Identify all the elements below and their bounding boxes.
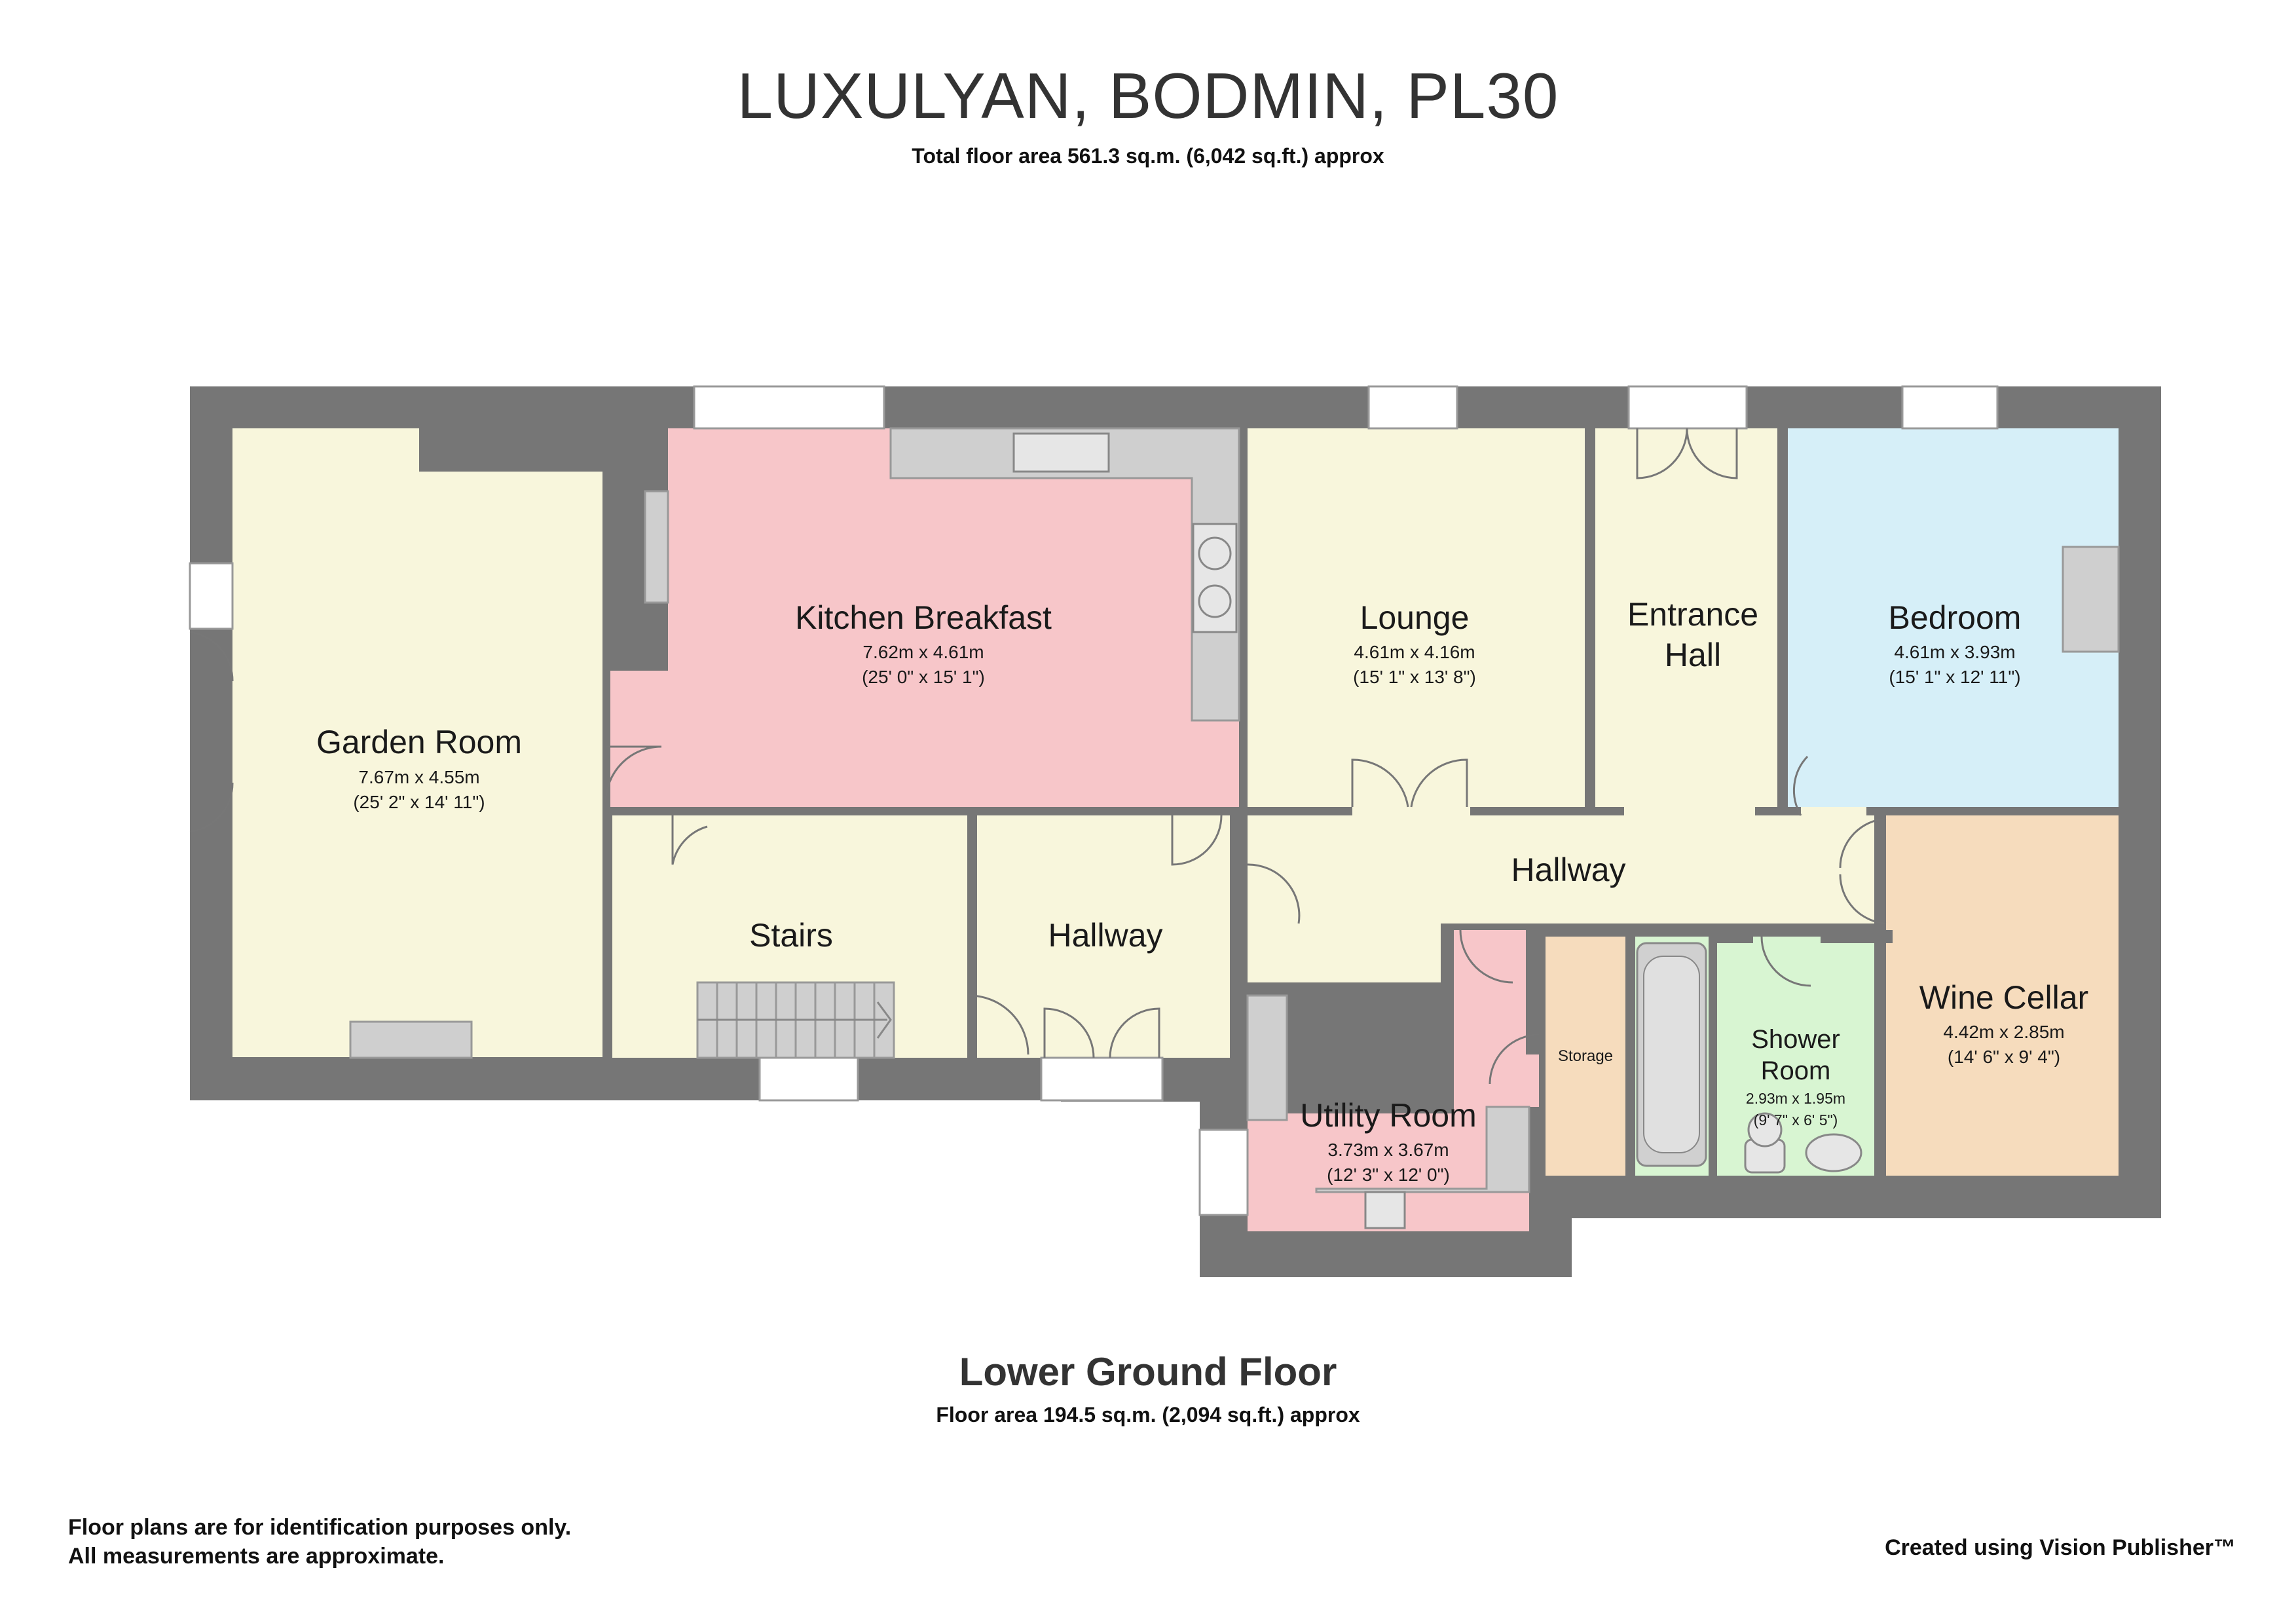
room-labels: Garden Room 7.67m x 4.55m (25' 2" x 14' … [316,596,2088,1185]
dim-wine-cellar-imperial: (14' 6" x 9' 4") [1948,1047,2060,1067]
label-bedroom: Bedroom [1889,599,2022,636]
dim-shower-imperial: (9' 7" x 6' 5") [1754,1111,1838,1129]
dim-bedroom-imperial: (15' 1" x 12' 11") [1889,667,2020,687]
dim-utility-imperial: (12' 3" x 12' 0") [1327,1165,1450,1185]
disclaimer-line-2: All measurements are approximate. [68,1544,445,1569]
dim-lounge-metric: 4.61m x 4.16m [1354,642,1475,662]
room-hallway-small [977,815,1230,1058]
label-kitchen-breakfast: Kitchen Breakfast [795,599,1052,636]
label-shower-room-2: Room [1761,1056,1831,1085]
total-floor-area: Total floor area 561.3 sq.m. (6,042 sq.f… [912,144,1384,168]
credit: Created using Vision Publisher™ [1885,1535,2236,1560]
label-hallway-main: Hallway [1511,851,1625,888]
dim-garden-room-metric: 7.67m x 4.55m [358,767,479,787]
dim-garden-room-imperial: (25' 2" x 14' 11") [353,792,485,812]
dim-lounge-imperial: (15' 1" x 13' 8") [1353,667,1476,687]
interior-walls [602,428,2119,1179]
room-shower [1717,937,1874,1176]
room-utility [1248,930,1539,1231]
room-entrance-hall [1595,428,1777,807]
label-utility-room: Utility Room [1300,1097,1476,1134]
label-stairs: Stairs [749,917,833,954]
floor-area: Floor area 194.5 sq.m. (2,094 sq.ft.) ap… [936,1403,1360,1427]
disclaimer-line-1: Floor plans are for identification purpo… [68,1515,572,1540]
label-shower-room-1: Shower [1751,1025,1840,1054]
label-wine-cellar: Wine Cellar [1919,979,2088,1016]
dim-shower-metric: 2.93m x 1.95m [1746,1090,1845,1107]
label-lounge: Lounge [1360,599,1470,636]
dim-bedroom-metric: 4.61m x 3.93m [1894,642,2015,662]
label-entrance-hall-2: Hall [1665,637,1721,673]
label-storage: Storage [1558,1047,1613,1065]
garden-room-fireplace [349,1020,473,1059]
dim-kitchen-imperial: (25' 0" x 15' 1") [862,667,985,687]
dim-wine-cellar-metric: 4.42m x 2.85m [1943,1022,2064,1042]
bedroom-fireplace [2062,546,2120,653]
label-entrance-hall-1: Entrance [1627,596,1758,633]
label-hallway-small: Hallway [1048,917,1162,954]
room-kitchen-breakfast [610,428,1239,807]
room-wine-cellar [1886,815,2119,1176]
room-storage [1546,937,1625,1176]
room-garden-room [232,428,606,1057]
bathroom-fixtures [1636,942,1862,1174]
windows [189,385,1999,1216]
doors [189,428,1887,1085]
room-lounge [1248,428,1585,807]
plan-title: LUXULYAN, BODMIN, PL30 [737,60,1559,132]
floor-name: Lower Ground Floor [959,1350,1337,1394]
dim-utility-metric: 3.73m x 3.67m [1327,1140,1449,1160]
label-garden-room: Garden Room [316,724,522,760]
disclaimer: Floor plans are for identification purpo… [68,1513,571,1571]
garden-room-wall-nib [419,428,602,472]
dim-kitchen-metric: 7.62m x 4.61m [862,642,984,662]
utility-fixtures [1246,994,1530,1229]
kitchen-fixtures [644,427,1240,722]
stairs-fixture [696,981,895,1059]
room-hallway-main [1248,811,1896,982]
